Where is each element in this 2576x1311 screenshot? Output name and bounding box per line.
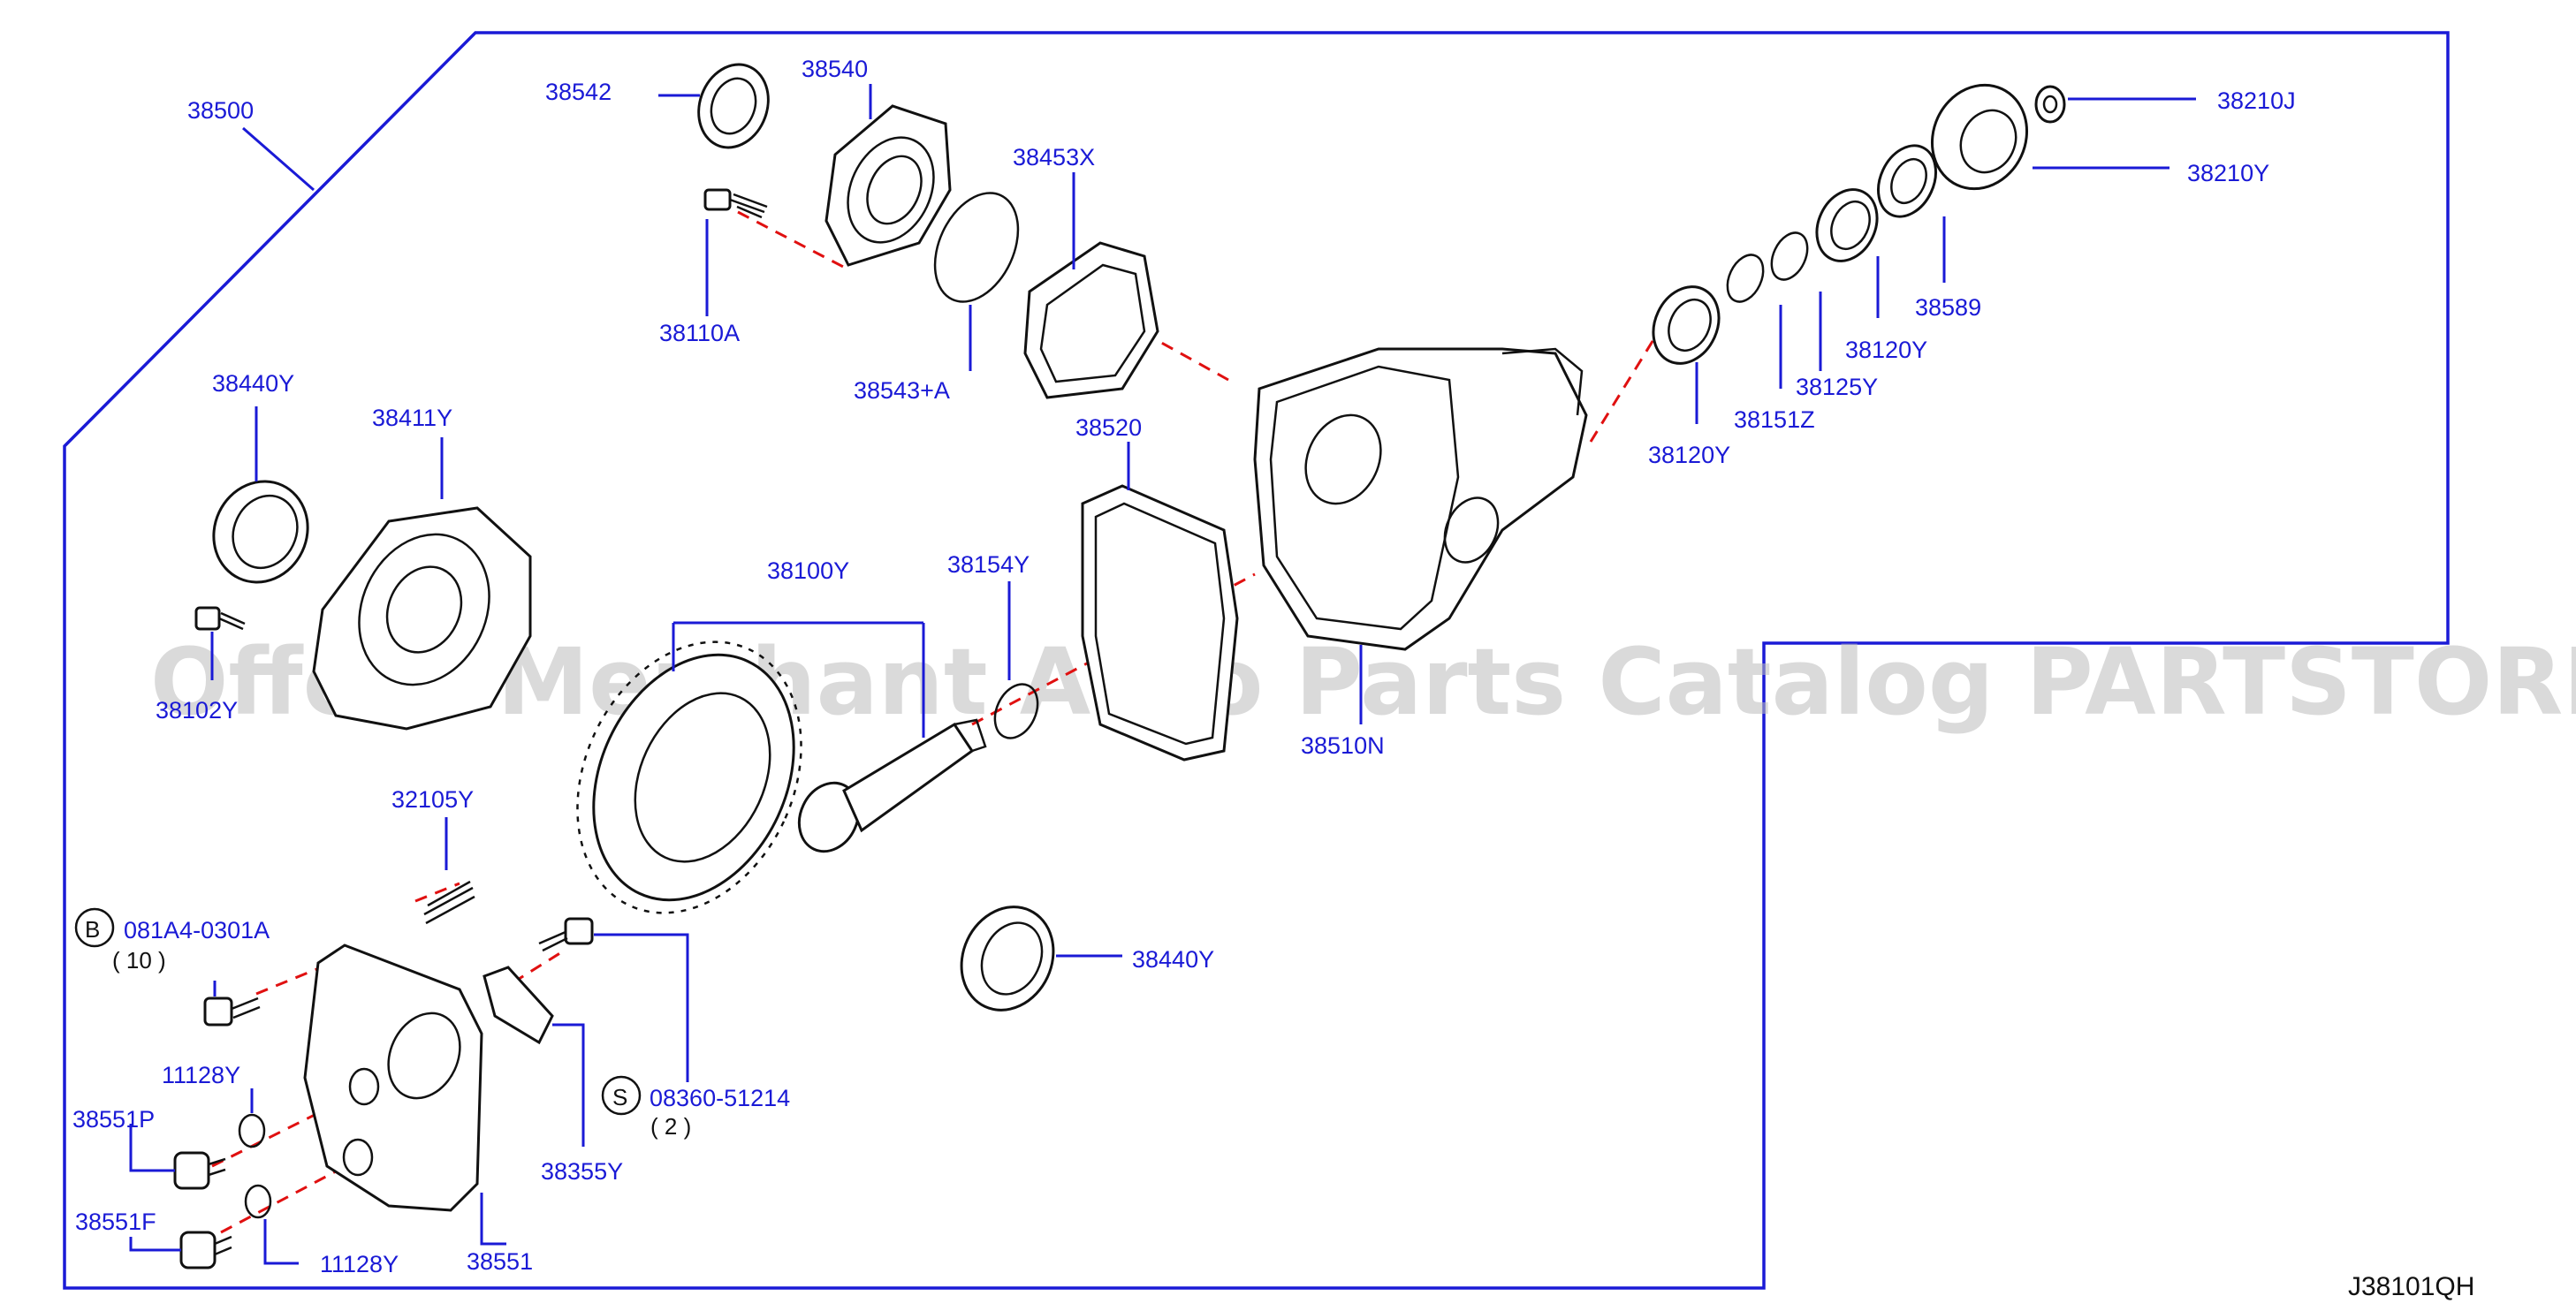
label-38510n: 38510N bbox=[1301, 732, 1385, 759]
label-38120y-right: 38120Y bbox=[1845, 337, 1927, 363]
watermark-text: Offers Merchant Auto Parts Catalog PARTS… bbox=[150, 628, 2576, 736]
label-081a4: 081A4-0301A bbox=[124, 917, 270, 943]
svg-text:B: B bbox=[85, 916, 100, 943]
leader-lines bbox=[129, 84, 2196, 1265]
washer-38125y-part bbox=[1770, 231, 1809, 281]
label-081a4-qty: ( 10 ) bbox=[112, 947, 166, 974]
pinion-38100y-part bbox=[797, 718, 987, 853]
bearing-38120y-right-part bbox=[1815, 188, 1879, 262]
label-08360: 08360-51214 bbox=[650, 1085, 790, 1111]
label-38210y: 38210Y bbox=[2187, 160, 2269, 186]
label-11128y-bottom: 11128Y bbox=[320, 1251, 399, 1277]
label-38125y: 38125Y bbox=[1796, 374, 1878, 400]
label-38110a: 38110A bbox=[659, 320, 740, 346]
assembly-frame bbox=[63, 31, 2450, 1290]
diff-case-38411y-part bbox=[312, 506, 532, 731]
gasket-38355y-part bbox=[483, 966, 554, 1045]
washer-38151z-part bbox=[1726, 254, 1765, 303]
ring-gear-38100y-part bbox=[576, 640, 802, 914]
label-38542: 38542 bbox=[545, 79, 612, 105]
badge-b: B bbox=[74, 907, 115, 948]
spacer-38154y-part bbox=[993, 683, 1039, 739]
label-38543a: 38543+A bbox=[854, 377, 950, 404]
seal-38542-part bbox=[697, 63, 770, 149]
label-38551: 38551 bbox=[467, 1248, 533, 1275]
label-38120y-left: 38120Y bbox=[1648, 442, 1730, 468]
label-38551p: 38551P bbox=[72, 1106, 155, 1133]
label-38411y: 38411Y bbox=[372, 405, 452, 431]
label-38154y: 38154Y bbox=[947, 551, 1030, 578]
label-08360-qty: ( 2 ) bbox=[650, 1113, 691, 1140]
plug-38551p-part bbox=[173, 1151, 226, 1190]
bearing-38120y-left-part bbox=[1652, 285, 1721, 365]
label-38440y-top: 38440Y bbox=[212, 370, 294, 397]
bearing-38440y-top-part bbox=[212, 480, 309, 584]
oring-38543a-part bbox=[933, 192, 1020, 303]
nut-38210j-part bbox=[2034, 85, 2066, 124]
label-38100y: 38100Y bbox=[767, 557, 849, 584]
retainer-38540-part bbox=[824, 104, 952, 267]
label-38355y: 38355Y bbox=[541, 1158, 623, 1185]
washer-11128y-bottom-part bbox=[244, 1184, 272, 1219]
svg-text:S: S bbox=[612, 1084, 627, 1110]
gasket-38520-part bbox=[1081, 484, 1239, 762]
label-38551f: 38551F bbox=[75, 1209, 156, 1235]
label-38520: 38520 bbox=[1075, 414, 1142, 441]
label-38540: 38540 bbox=[802, 56, 868, 82]
label-38500: 38500 bbox=[187, 97, 254, 124]
bolt-38110a-part bbox=[703, 188, 768, 219]
label-38440y-bottom: 38440Y bbox=[1132, 946, 1214, 973]
carrier-housing-38510n-part bbox=[1253, 347, 1588, 651]
part-labels: 38500 38542 38540 38453X 38110A 38543+A … bbox=[72, 56, 2296, 1277]
stud-32105y-part bbox=[423, 880, 475, 925]
label-32105y: 32105Y bbox=[391, 786, 474, 813]
label-11128y-top: 11128Y bbox=[162, 1062, 240, 1088]
label-38589: 38589 bbox=[1915, 294, 1981, 321]
plug-38551f-part bbox=[179, 1231, 232, 1269]
bolt-38102y-part bbox=[194, 606, 246, 631]
badge-s: S bbox=[601, 1075, 642, 1116]
bolt-081a4-part bbox=[203, 997, 261, 1027]
label-38210j: 38210J bbox=[2217, 87, 2296, 114]
flange-38210y-part bbox=[1930, 83, 2029, 191]
bolt-08360-part bbox=[538, 917, 594, 952]
seal-38589-part bbox=[1877, 144, 1937, 218]
diagram-code: J38101QH bbox=[2348, 1272, 2474, 1301]
washer-11128y-top-part bbox=[238, 1113, 266, 1148]
label-38453x: 38453X bbox=[1013, 144, 1095, 171]
label-38151z: 38151Z bbox=[1734, 406, 1815, 433]
bearing-38440y-bottom-part bbox=[960, 906, 1055, 1012]
gasket-38453x-part bbox=[1023, 241, 1159, 399]
label-38102y: 38102Y bbox=[156, 697, 238, 724]
rear-cover-38551-part bbox=[303, 943, 483, 1212]
